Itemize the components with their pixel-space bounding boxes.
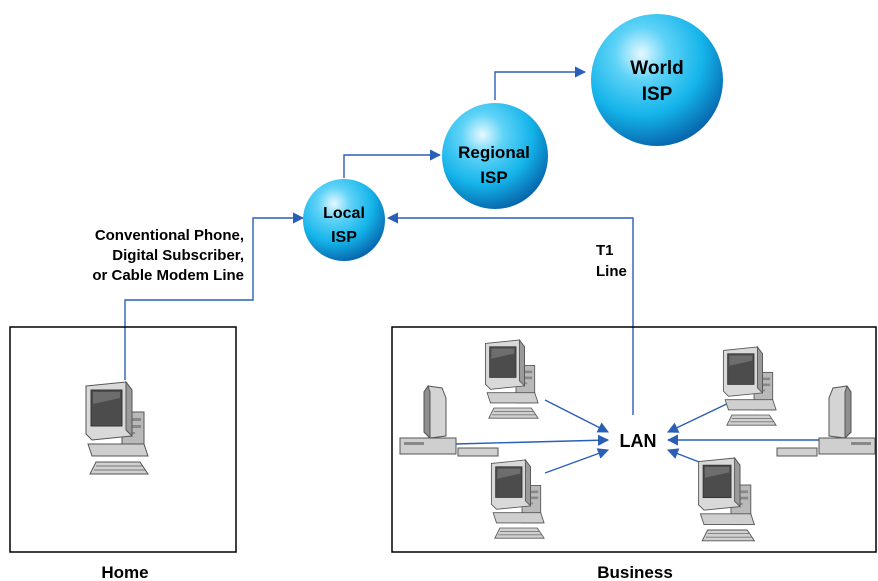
local-isp-label-1: Local <box>323 205 365 222</box>
regional-isp-sphere <box>442 103 548 209</box>
home-line-label-2: Digital Subscriber, <box>112 247 244 264</box>
desktop-computer-icon <box>776 385 876 457</box>
t1-line-label-2: Line <box>596 263 627 280</box>
regional-isp-label-1: Regional <box>458 143 530 162</box>
home-box <box>9 326 237 553</box>
t1-line-label-1: T1 <box>596 242 614 259</box>
connector-pc-left-to-lan <box>454 434 610 446</box>
world-isp-label-1: World <box>630 58 683 79</box>
desktop-computer-icon <box>490 459 545 539</box>
business-label: Business <box>597 563 673 581</box>
connector-t1-to-local-isp <box>386 212 634 415</box>
local-isp-sphere <box>303 179 385 261</box>
lan-label: LAN <box>620 431 657 451</box>
connector-pc-bottom-left-to-lan <box>544 448 610 474</box>
connector-regional-to-world-isp <box>494 66 587 100</box>
regional-isp-label-2: ISP <box>480 168 507 187</box>
world-isp-sphere <box>591 14 723 146</box>
home-line-label-1: Conventional Phone, <box>95 227 244 244</box>
desktop-computer-icon <box>85 381 149 475</box>
desktop-computer-icon <box>399 385 499 457</box>
desktop-computer-icon <box>722 346 777 426</box>
connector-local-to-regional-isp <box>343 149 442 178</box>
home-line-label-3: or Cable Modem Line <box>92 267 244 284</box>
desktop-computer-icon <box>484 339 539 419</box>
home-label: Home <box>101 563 148 581</box>
desktop-computer-icon <box>698 457 755 542</box>
business-box <box>391 326 877 553</box>
connector-pc-top-right-to-lan <box>666 399 736 433</box>
local-isp-label-2: ISP <box>331 229 357 246</box>
world-isp-label-2: ISP <box>642 84 673 105</box>
connector-pc-top-left-to-lan <box>544 399 609 433</box>
